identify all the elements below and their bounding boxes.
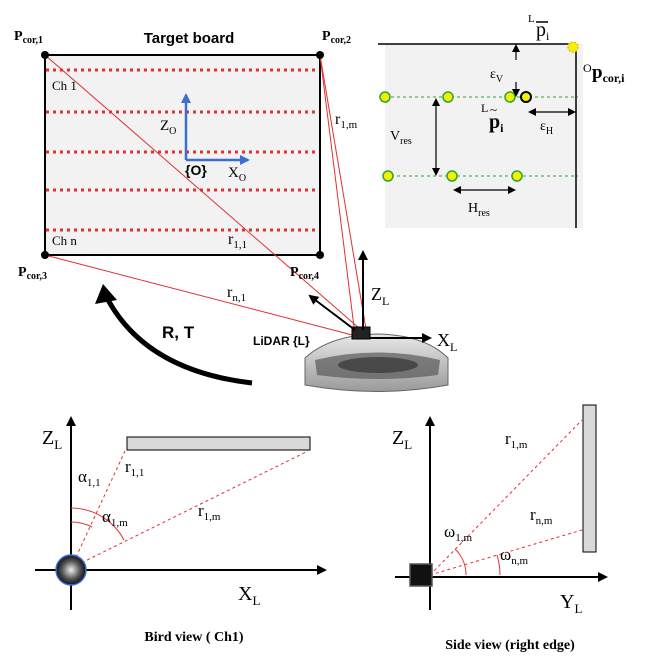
range-label-rn1: rn,1	[227, 284, 246, 304]
side-view-panel: ZL YL r1,m rn,m ω1,m ωn,m Side view (rig…	[392, 404, 608, 653]
transform-arrow-head	[95, 284, 117, 304]
range-line-r11	[44, 54, 368, 336]
p-cor-label: pcor,i	[592, 62, 625, 85]
board-origin-label: {O}	[185, 162, 207, 178]
v-res-label: Vres	[390, 129, 412, 147]
corner-label-3: Pcor,3	[18, 265, 47, 282]
corner-label-2: Pcor,2	[322, 29, 351, 46]
target-board	[44, 54, 321, 256]
scan-point	[382, 170, 394, 182]
bird-alpha11-label: α1,1	[78, 467, 101, 489]
estimated-point	[520, 91, 532, 103]
bird-r1m-label: r1,m	[198, 501, 221, 523]
p-bar-superscript: L	[528, 13, 535, 25]
bird-z-label: ZL	[42, 427, 62, 452]
bird-x-label: XL	[238, 583, 260, 608]
corner-label-1: Pcor,1	[14, 29, 43, 46]
board-x-label: XO	[228, 165, 246, 184]
scan-points	[379, 91, 523, 182]
corner-point	[41, 251, 49, 259]
corner-true-point	[567, 41, 579, 53]
channel-1-label: Ch 1	[52, 78, 77, 93]
corner-point	[41, 51, 49, 59]
side-omeganm-label: ωn,m	[500, 545, 528, 567]
car-image	[304, 333, 449, 392]
range-line-r1m-a	[319, 54, 368, 336]
bird-board	[126, 436, 311, 451]
scan-point	[446, 170, 458, 182]
side-view-caption: Side view (right edge)	[445, 638, 575, 653]
range-label-r11: r1,1	[228, 231, 247, 251]
side-angle-arc-nm	[496, 554, 501, 576]
range-label-r1m: r1,m	[335, 111, 358, 131]
bird-view-caption: Bird view ( Ch1)	[144, 630, 244, 645]
side-r1m-label: r1,m	[505, 429, 528, 451]
side-board	[582, 404, 597, 553]
target-board-panel: Target board Pcor,1 Pcor,2 Pcor,3 Pcor,4…	[14, 29, 457, 392]
transform-label: R, T	[162, 323, 195, 342]
corner-point	[316, 51, 324, 59]
side-rnm-label: rn,m	[530, 505, 553, 527]
side-angle-arc-1m	[454, 548, 467, 576]
scan-point	[442, 91, 454, 103]
bird-lidar-sensor	[55, 554, 87, 586]
range-line-r1m-b	[319, 54, 356, 336]
side-ray-rnm	[429, 529, 583, 576]
inset-background	[385, 44, 583, 228]
range-line-rn1	[44, 254, 361, 338]
lidar-sensor	[351, 326, 371, 340]
transform-arrow	[100, 288, 253, 386]
side-omega1m-label: ω1,m	[444, 522, 472, 544]
bird-angle-arc-11	[70, 521, 93, 528]
side-lidar-sensor	[409, 563, 433, 587]
bird-r11-label: r1,1	[125, 457, 144, 479]
bird-angle-arc-1m	[70, 507, 125, 541]
range-lines	[44, 54, 368, 338]
lidar-y-axis	[308, 294, 356, 331]
board-z-label: ZO	[160, 118, 176, 137]
p-tilde-mark: ~	[490, 102, 497, 117]
channel-n-label: Ch n	[52, 233, 77, 248]
eps-v-label: εV	[490, 67, 504, 85]
bird-rays	[70, 450, 309, 569]
p-tilde-label: pi	[489, 111, 504, 135]
corner-point	[316, 251, 324, 259]
corner-label-4: Pcor,4	[290, 265, 319, 282]
side-z-label: ZL	[392, 427, 412, 452]
bird-view-panel: ZL XL α1,1 α1,m r1,1 r1,m Bird view ( Ch…	[35, 416, 327, 645]
bird-ray-r1m	[70, 450, 309, 569]
side-y-label: YL	[560, 591, 582, 616]
p-cor-superscript: O	[583, 61, 592, 75]
lidar-z-label: ZL	[371, 284, 389, 308]
lidar-label: LiDAR {L}	[253, 334, 310, 348]
scan-point	[504, 91, 516, 103]
error-inset-panel: εV εH Vres Hres L pi O pcor,i L ~ pi	[378, 13, 625, 228]
lidar-x-label: XL	[437, 330, 457, 354]
h-res-label: Hres	[468, 201, 490, 219]
board-title: Target board	[144, 30, 235, 47]
scan-point	[511, 170, 523, 182]
bird-alpha1m-label: α1,m	[102, 507, 128, 529]
p-bar-label: pi	[536, 19, 550, 43]
scan-point	[379, 91, 391, 103]
p-tilde-superscript: L	[481, 101, 488, 115]
eps-h-label: εH	[540, 119, 553, 137]
